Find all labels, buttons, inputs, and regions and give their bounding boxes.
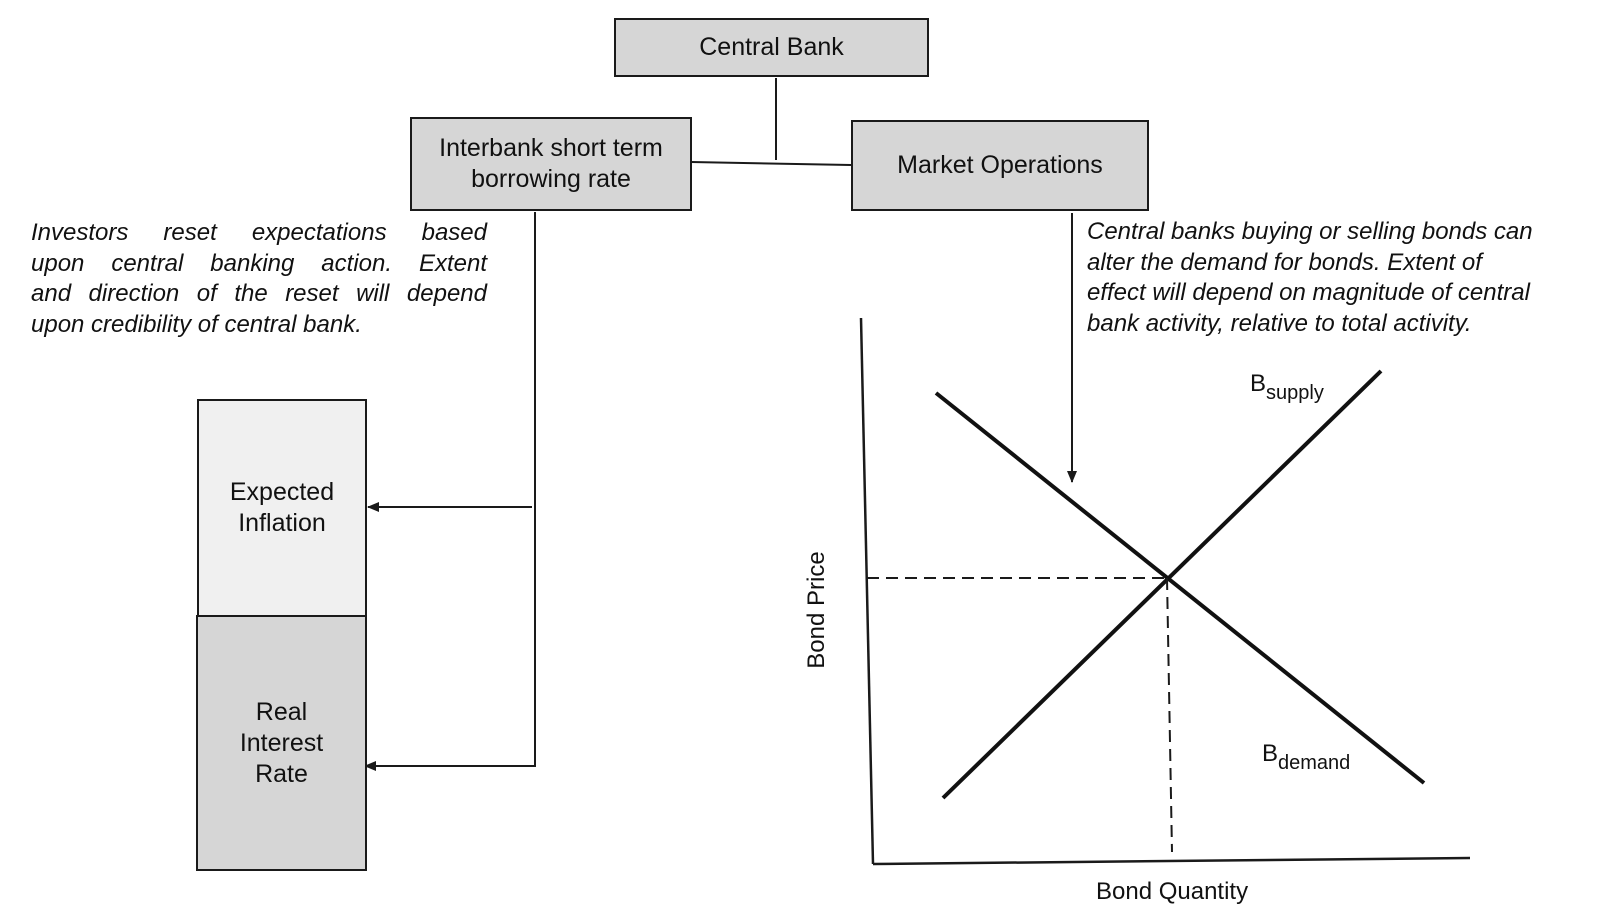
- demand-label-sub: demand: [1278, 752, 1351, 774]
- x-axis: [872, 856, 1471, 866]
- y-axis: [859, 317, 875, 865]
- expected-inflation-box: Expected Inflation: [197, 399, 367, 617]
- supply-label-main: B: [1250, 370, 1267, 397]
- investors-note-line: upon credibility of central bank.: [31, 310, 362, 338]
- central-banks-note-line: Central banks buying or selling bonds ca…: [1087, 218, 1533, 245]
- investors-note-line: and direction of the reset will depend: [31, 280, 487, 307]
- demand-curve-label: Bdemand: [1262, 740, 1350, 774]
- investors-note-line: Investors reset expectations based: [31, 219, 487, 246]
- real-interest-rate-box: Real Interest Rate: [196, 615, 367, 871]
- central-banks-note: Central banks buying or selling bonds ca…: [1087, 217, 1587, 339]
- central-bank-box: Central Bank: [614, 18, 929, 77]
- interbank-rate-box: Interbank short term borrowing rate: [410, 117, 692, 211]
- interbank-market-connector: [690, 161, 852, 166]
- supply-curve: [941, 369, 1383, 800]
- y-axis-label: Bond Price: [803, 551, 830, 669]
- interbank-label-line1: Interbank short term: [439, 134, 663, 162]
- supply-curve-label: Bsupply: [1250, 370, 1324, 404]
- central-banks-note-line: effect will depend on magnitude of centr…: [1087, 279, 1530, 306]
- demand-curve: [934, 391, 1426, 785]
- expected-inflation-line2: Inflation: [238, 509, 326, 537]
- investors-note-line: upon central banking action. Extent: [31, 249, 487, 277]
- demand-label-main: B: [1262, 740, 1279, 767]
- quantity-guide: [1166, 577, 1173, 853]
- central-banks-note-line: alter the demand for bonds. Extent of: [1087, 248, 1482, 276]
- real-rate-line3: Rate: [255, 759, 308, 788]
- interbank-label-line2: borrowing rate: [471, 165, 631, 193]
- central-banks-note-line: bank activity, relative to total activit…: [1087, 309, 1472, 337]
- market-operations-label: Market Operations: [897, 151, 1103, 179]
- investors-note: Investors reset expectations based upon …: [31, 218, 487, 340]
- expected-inflation-line1: Expected: [229, 478, 335, 506]
- real-rate-line2: Interest: [239, 728, 324, 757]
- central-bank-label: Central Bank: [699, 33, 844, 61]
- real-rate-line1: Real: [255, 697, 308, 726]
- supply-label-sub: supply: [1266, 382, 1324, 404]
- x-axis-label: Bond Quantity: [1096, 878, 1249, 905]
- market-operations-box: Market Operations: [851, 120, 1149, 211]
